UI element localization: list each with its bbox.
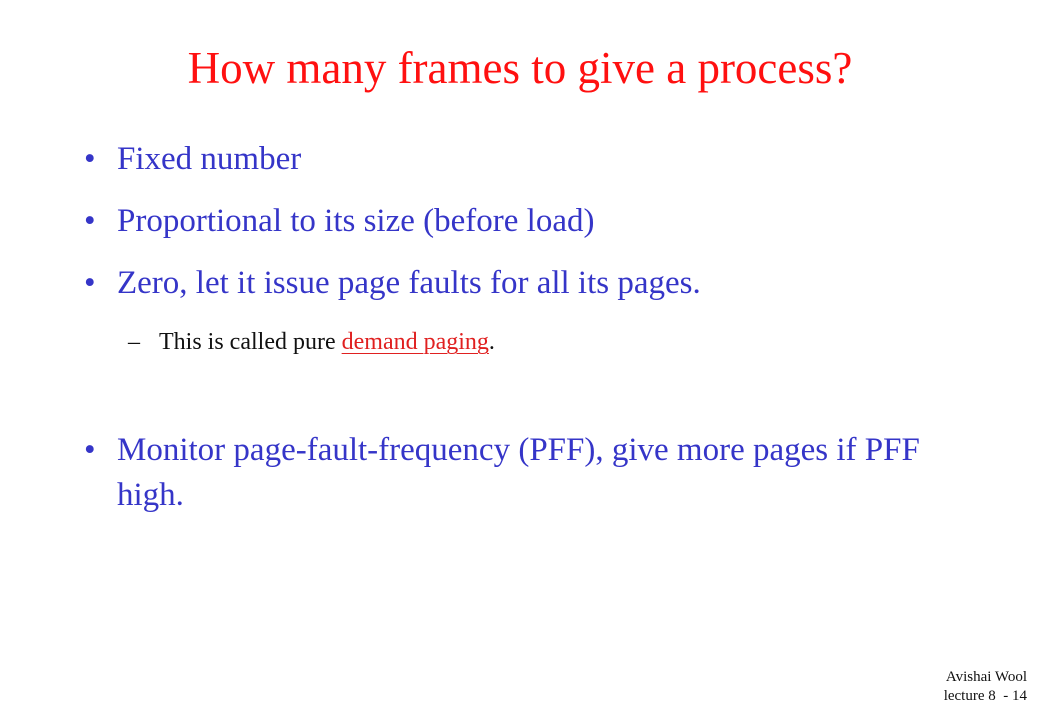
bullet-text: Fixed number [117, 141, 302, 177]
bullet-text: Zero, let it issue page faults for all i… [117, 265, 701, 301]
bullet-fixed-number: • Fixed number [84, 137, 984, 182]
slide-title: How many frames to give a process? [187, 43, 853, 93]
bullet-monitor-pff: • Monitor page-fault-frequency (PFF), gi… [84, 428, 944, 518]
sub-bullet-suffix: . [488, 329, 495, 355]
sub-bullet-demand-paging: – This is called pure demand paging. [128, 326, 928, 358]
footer-lecture-number: lecture 8 - 14 [943, 688, 1027, 704]
sub-bullet-prefix: This is called pure [159, 329, 342, 355]
bullet-dot: • [84, 141, 96, 177]
footer-author: Avishai Wool [945, 669, 1027, 685]
bullet-dot: • [84, 203, 96, 239]
bullet-text: Proportional to its size (before load) [117, 203, 595, 239]
sub-bullet-text: This is called pure demand paging. [159, 326, 928, 358]
bullet-proportional: • Proportional to its size (before load) [84, 199, 984, 244]
slide-footer: Avishai Wool lecture 8 - 14 [944, 668, 1027, 706]
bullet-text: Monitor page-fault-frequency (PFF), give… [117, 432, 920, 513]
bullet-dot: • [84, 265, 96, 301]
sub-bullet-dash: – [128, 329, 140, 355]
bullet-zero: • Zero, let it issue page faults for all… [84, 261, 984, 306]
demand-paging-link[interactable]: demand paging [341, 329, 489, 355]
bullet-dot: • [84, 432, 96, 468]
